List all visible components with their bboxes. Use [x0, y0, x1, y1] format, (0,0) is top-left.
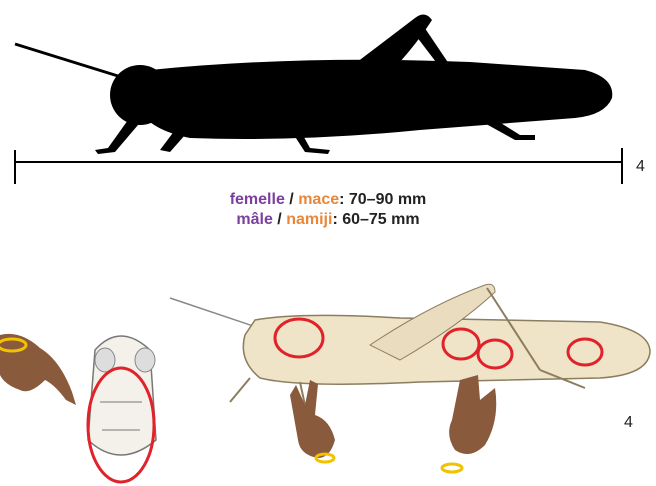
scale-number-bottom: 4 — [624, 414, 633, 432]
female-label-fr: femelle — [230, 191, 285, 208]
male-label-fr: mâle — [236, 211, 272, 228]
male-range: : 60–75 mm — [332, 211, 419, 228]
female-label-local: mace — [298, 191, 339, 208]
female-range: : 70–90 mm — [339, 191, 426, 208]
scale-number-top: 4 — [636, 158, 645, 176]
size-caption-male: mâle / namiji: 60–75 mm — [0, 210, 656, 230]
grasshopper-silhouette-icon — [95, 14, 612, 154]
size-caption-female: femelle / mace: 70–90 mm — [0, 190, 656, 210]
pointing-hand-icon — [0, 334, 76, 405]
grasshopper-side-view-icon — [170, 284, 650, 410]
male-label-local: namiji — [286, 211, 332, 228]
pointing-hand-icon — [442, 375, 496, 472]
pointing-hand-icon — [290, 380, 335, 462]
pronotum-top-view-icon — [88, 336, 156, 482]
separator: / — [273, 211, 286, 228]
antenna-line — [15, 44, 118, 76]
separator: / — [285, 191, 298, 208]
